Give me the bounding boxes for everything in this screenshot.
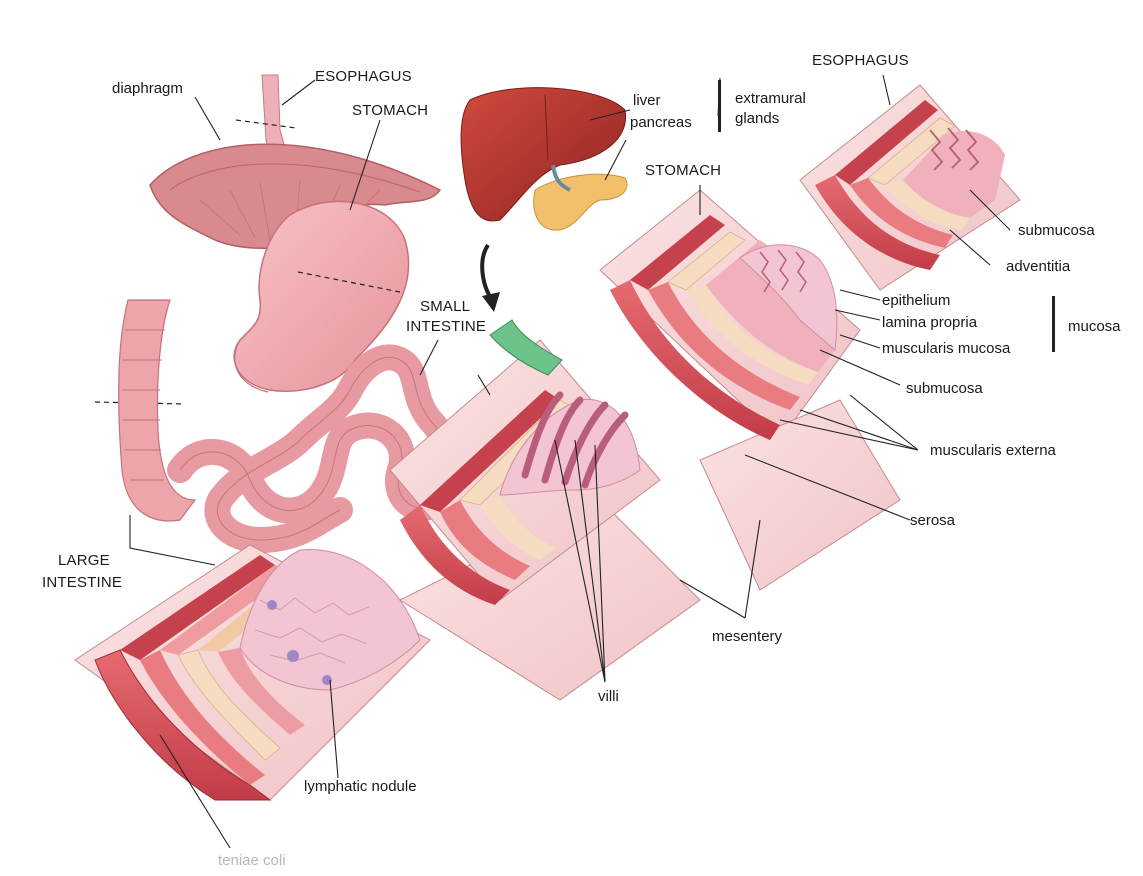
large-intestine-colon — [119, 300, 195, 521]
label-intestine-large: INTESTINE — [42, 574, 122, 592]
label-pancreas: pancreas — [630, 114, 692, 132]
gland-arrow — [482, 245, 500, 312]
label-muscularis-externa: muscularis externa — [930, 442, 1056, 460]
label-submucosa: submucosa — [906, 380, 983, 398]
label-esophagus-right: ESOPHAGUS — [812, 52, 909, 70]
label-muscularis-mucosa: muscularis mucosa — [882, 340, 1010, 358]
label-lymphatic-nodule: lymphatic nodule — [304, 778, 417, 796]
label-mesentery: mesentery — [712, 628, 782, 646]
label-adventitia: adventitia — [1006, 258, 1070, 276]
label-extramural: extramural — [735, 90, 806, 108]
label-stomach-left: STOMACH — [352, 102, 428, 120]
label-small: SMALL — [420, 298, 470, 316]
label-intestine-small: INTESTINE — [406, 318, 486, 336]
label-mucosa: mucosa — [1068, 318, 1121, 336]
label-serosa: serosa — [910, 512, 955, 530]
label-liver: liver — [633, 92, 661, 110]
label-glands: glands — [735, 110, 779, 128]
label-esophagus-left: ESOPHAGUS — [315, 68, 412, 86]
label-villi: villi — [598, 688, 619, 706]
label-epithelium: epithelium — [882, 292, 950, 310]
esophagus-section — [800, 85, 1020, 290]
small-intestine-section — [390, 320, 700, 700]
large-intestine-section — [75, 545, 430, 800]
pancreas-organ — [534, 174, 627, 230]
label-lamina-propria: lamina propria — [882, 314, 977, 332]
label-teniae-coli: teniae coli — [218, 852, 286, 870]
label-submucosa-esophagus: submucosa — [1018, 222, 1095, 240]
label-diaphragm: diaphragm — [112, 80, 183, 98]
label-stomach-mid: STOMACH — [645, 162, 721, 180]
label-large: LARGE — [58, 552, 110, 570]
